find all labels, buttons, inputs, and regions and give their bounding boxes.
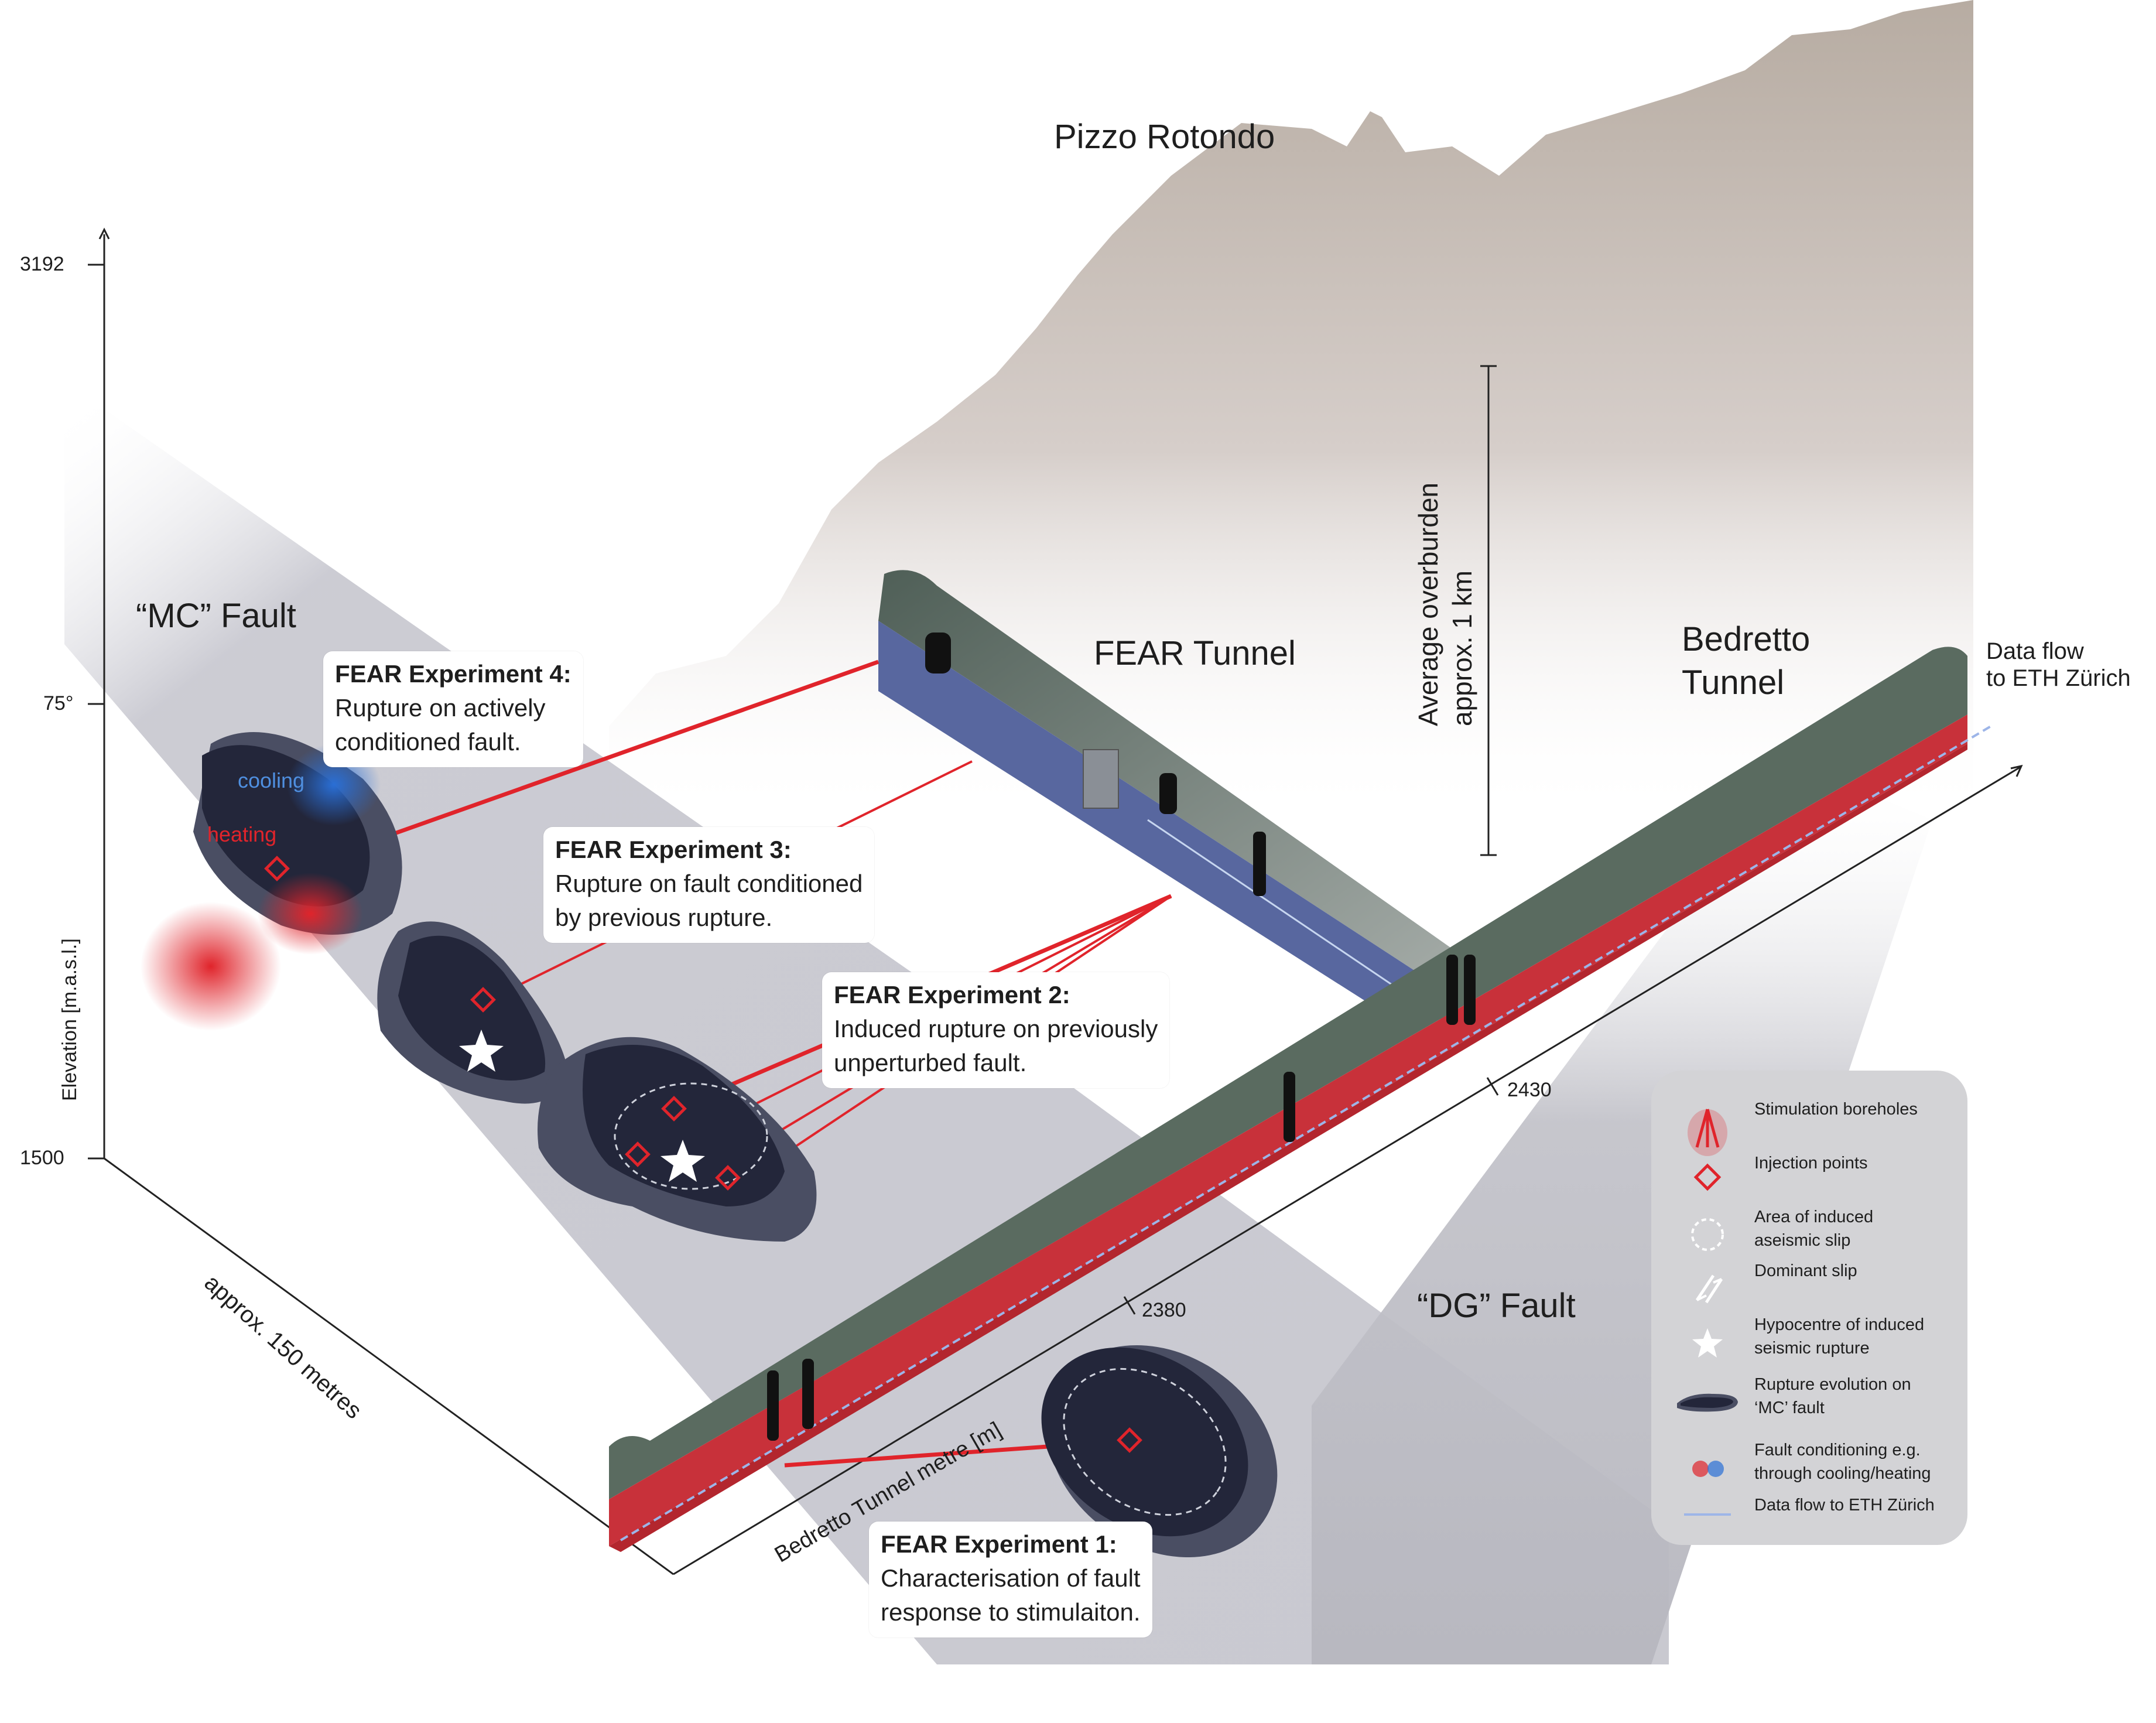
experiment-3-callout: FEAR Experiment 3: Rupture on fault cond… [543, 827, 875, 943]
elevation-bottom-tick: 1500 [20, 1147, 64, 1169]
legend-line2: through cooling/heating [1754, 1464, 1931, 1483]
legend-item-dominant-slip: Dominant slip [1651, 1259, 1967, 1318]
legend-item-hypocentre: Hypocentre of induced seismic rupture [1651, 1313, 1967, 1372]
legend-line1: Hypocentre of induced [1754, 1315, 1925, 1334]
fear-tunnel-label: FEAR Tunnel [1094, 634, 1296, 672]
experiment-3-line1: Rupture on fault conditioned [555, 870, 863, 897]
cooling-label: cooling [238, 768, 305, 792]
aseismic-slip-area-icon [1691, 1218, 1724, 1251]
legend-line1: Injection points [1754, 1154, 1868, 1172]
tunnel-metre-2380: 2380 [1142, 1299, 1186, 1321]
data-flow-label-line2: to ETH Zürich [1986, 665, 2131, 691]
dg-fault-plane [1312, 761, 1932, 1664]
legend-line1: Dominant slip [1754, 1262, 1857, 1280]
experiment-1-rupture-disc [1041, 1345, 1278, 1558]
data-flow-line-icon [1684, 1513, 1731, 1516]
bedretto-tunnel-label-line2: Tunnel [1682, 664, 1785, 702]
experiment-4-line1: Rupture on actively [335, 694, 546, 722]
overburden-scale-bar [1480, 365, 1497, 856]
person-silhouettes [767, 633, 1476, 1441]
injection-point-icon [1693, 1163, 1722, 1191]
legend-line1: Data flow to ETH Zürich [1754, 1496, 1935, 1515]
legend-item-stimulation-boreholes: Stimulation boreholes [1651, 1098, 1967, 1156]
legend-line1: Fault conditioning e.g. [1754, 1441, 1921, 1459]
mountain-label: Pizzo Rotondo [1054, 118, 1275, 156]
experiment-2-line1: Induced rupture on previously [834, 1015, 1158, 1042]
legend-line1: Rupture evolution on [1754, 1375, 1911, 1394]
legend-line1: Stimulation boreholes [1754, 1100, 1918, 1119]
heating-label: heating [207, 822, 277, 846]
hypocentre-star-icon [1692, 1328, 1723, 1358]
stimulation-boreholes-icon [1688, 1109, 1727, 1156]
experiment-4-rupture-disc [141, 732, 402, 1031]
experiment-3-title: FEAR Experiment 3: [555, 836, 792, 863]
tunnel-metre-2430: 2430 [1507, 1079, 1552, 1101]
legend-panel: Stimulation boreholes Injection points A… [1651, 1071, 1967, 1545]
elevation-top-tick: 3192 [20, 253, 64, 275]
fault-conditioning-icon [1692, 1461, 1724, 1477]
experiment-3-rupture-disc [377, 921, 568, 1104]
experiment-2-rupture-disc [538, 1037, 817, 1242]
rupture-evolution-icon [1677, 1393, 1738, 1412]
overburden-label-line1: Average overburden [1413, 483, 1443, 726]
elevation-axis-label: Elevation [m.a.s.l.] [59, 938, 81, 1101]
mc-fault-label: “MC” Fault [136, 597, 296, 635]
experiment-2-title: FEAR Experiment 2: [834, 981, 1070, 1008]
legend-item-injection-points: Injection points [1651, 1151, 1967, 1210]
overburden-label-line2: approx. 1 km [1447, 570, 1477, 726]
experiment-2-line2: unperturbed fault. [834, 1049, 1027, 1076]
experiment-2-callout: FEAR Experiment 2: Induced rupture on pr… [822, 972, 1170, 1088]
dip-angle-label: 75° [43, 692, 74, 715]
experiment-4-callout: FEAR Experiment 4: Rupture on actively c… [323, 651, 583, 767]
dg-fault-label: “DG” Fault [1417, 1287, 1576, 1325]
data-flow-label-line1: Data flow [1986, 638, 2084, 664]
bedretto-tunnel-label-line1: Bedretto [1682, 620, 1811, 658]
experiment-4-line2: conditioned fault. [335, 728, 521, 755]
elevation-axis [88, 227, 2023, 1575]
experiment-1-line2: response to stimulaiton. [881, 1598, 1141, 1626]
legend-line1: Area of induced [1754, 1208, 1874, 1226]
legend-item-fault-conditioning: Fault conditioning e.g. through cooling/h… [1651, 1438, 1967, 1497]
experiment-1-line1: Characterisation of fault [881, 1564, 1141, 1592]
legend-line2: aseismic slip [1754, 1231, 1851, 1250]
experiment-3-line2: by previous rupture. [555, 904, 773, 931]
legend-item-data-flow: Data flow to ETH Zürich [1651, 1493, 1967, 1552]
server-rack-icon [1083, 749, 1119, 809]
legend-item-rupture-evolution: Rupture evolution on ‘MC’ fault [1651, 1373, 1967, 1431]
experiment-4-title: FEAR Experiment 4: [335, 660, 571, 688]
experiment-1-title: FEAR Experiment 1: [881, 1530, 1117, 1558]
legend-item-aseismic-slip: Area of induced aseismic slip [1651, 1205, 1967, 1264]
experiment-1-callout: FEAR Experiment 1: Characterisation of f… [869, 1522, 1152, 1637]
dominant-slip-icon [1695, 1274, 1723, 1304]
legend-line2: seismic rupture [1754, 1339, 1870, 1358]
legend-line2: ‘MC’ fault [1754, 1399, 1825, 1417]
